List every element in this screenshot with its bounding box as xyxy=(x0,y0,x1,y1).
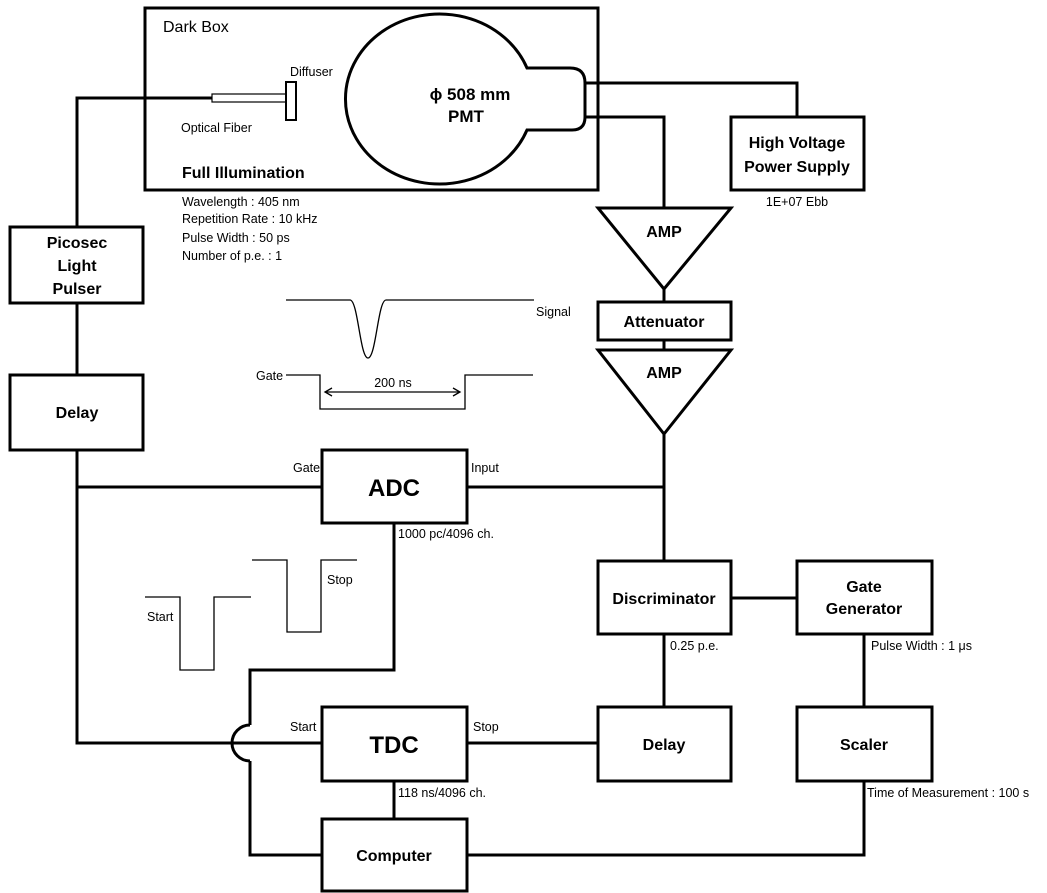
adc-input-label: Input xyxy=(471,461,499,475)
attenuator xyxy=(596,300,733,342)
gate-generator xyxy=(795,559,934,636)
delay-left xyxy=(8,373,145,452)
diffuser xyxy=(285,81,297,121)
hv-line1: High Voltage xyxy=(749,135,846,152)
optical-fiber xyxy=(211,93,287,103)
start-waveform xyxy=(145,596,251,671)
wire-adc-to-computer xyxy=(248,523,396,725)
computer xyxy=(320,817,469,893)
amp-1-label: AMP xyxy=(646,224,682,241)
gate-width-arrowhead-right xyxy=(452,387,462,397)
wire-pmt-to-hv xyxy=(584,81,799,117)
picosec-light-pulser xyxy=(8,225,145,305)
delay-left-label: Delay xyxy=(56,405,99,422)
amp-1 xyxy=(594,206,735,292)
wire-pmt-to-amp xyxy=(584,115,666,208)
wire-crossover-hop xyxy=(230,723,251,763)
amp-2 xyxy=(594,348,735,437)
delay-right xyxy=(596,705,733,783)
wire-fiber-to-pulser xyxy=(75,96,212,227)
amp-2-label: AMP xyxy=(646,365,682,382)
signal-label: Signal xyxy=(536,305,571,319)
gate-waveform xyxy=(286,374,533,410)
start-stop-waveform: Start Stop xyxy=(145,559,357,671)
wavelength-text: Wavelength : 405 nm xyxy=(182,195,300,209)
adc-label: ADC xyxy=(368,475,420,502)
scaler-label: Scaler xyxy=(840,737,888,754)
pulser-line3: Pulser xyxy=(53,281,102,298)
adc xyxy=(320,448,469,525)
hv-line2: Power Supply xyxy=(744,159,850,176)
scaler-note: Time of Measurement : 100 s xyxy=(867,786,1029,800)
stop-waveform xyxy=(252,559,357,633)
gate-generator-line1: Gate xyxy=(846,579,882,596)
wire-scaler-to-computer xyxy=(467,781,866,857)
stop-waveform-label: Stop xyxy=(327,573,353,587)
num-pe-text: Number of p.e. : 1 xyxy=(182,249,282,263)
dark-box-title: Dark Box xyxy=(163,19,229,36)
gate-generator-line2: Generator xyxy=(826,601,902,618)
tdc xyxy=(320,705,469,783)
pmt-label-line2: PMT xyxy=(448,107,485,126)
hv-power-supply xyxy=(729,115,866,192)
wire-adc-to-computer-lower xyxy=(248,761,322,857)
wire-delay-to-tdc-start xyxy=(75,450,229,745)
tdc-note: 118 ns/4096 ch. xyxy=(398,786,486,800)
adc-gate-label: Gate xyxy=(293,461,320,475)
delay-right-label: Delay xyxy=(643,737,686,754)
gate-width-label: 200 ns xyxy=(374,376,412,390)
tdc-stop-label: Stop xyxy=(473,720,499,734)
full-illumination-label: Full Illumination xyxy=(182,165,305,182)
pmt-label-line1: ϕ 508 mm xyxy=(430,85,511,104)
optical-fiber-label: Optical Fiber xyxy=(181,121,252,135)
adc-note: 1000 pc/4096 ch. xyxy=(398,527,494,541)
start-waveform-label: Start xyxy=(147,610,174,624)
pulser-line2: Light xyxy=(57,258,97,275)
discriminator xyxy=(596,559,733,636)
tdc-label: TDC xyxy=(369,732,418,759)
pmt xyxy=(344,12,587,186)
hv-note: 1E+07 Ebb xyxy=(766,195,828,209)
gate-generator-note: Pulse Width : 1 μs xyxy=(871,639,972,653)
gate-waveform-label: Gate xyxy=(256,369,283,383)
gate-width-arrowhead-left xyxy=(323,387,333,397)
signal-gate-waveform: Signal Gate 200 ns xyxy=(256,299,571,410)
tdc-start-label: Start xyxy=(290,720,317,734)
diffuser-label: Diffuser xyxy=(290,65,333,79)
signal-waveform xyxy=(286,299,534,359)
dark-box xyxy=(143,6,600,192)
pulse-width-text: Pulse Width : 50 ps xyxy=(182,231,290,245)
repetition-rate-text: Repetition Rate : 10 kHz xyxy=(182,212,318,226)
discriminator-label: Discriminator xyxy=(612,591,715,608)
discriminator-note: 0.25 p.e. xyxy=(670,639,719,653)
wires xyxy=(75,81,866,857)
pulser-line1: Picosec xyxy=(47,235,108,252)
attenuator-label: Attenuator xyxy=(624,314,705,331)
computer-label: Computer xyxy=(356,848,432,865)
scaler xyxy=(795,705,934,783)
